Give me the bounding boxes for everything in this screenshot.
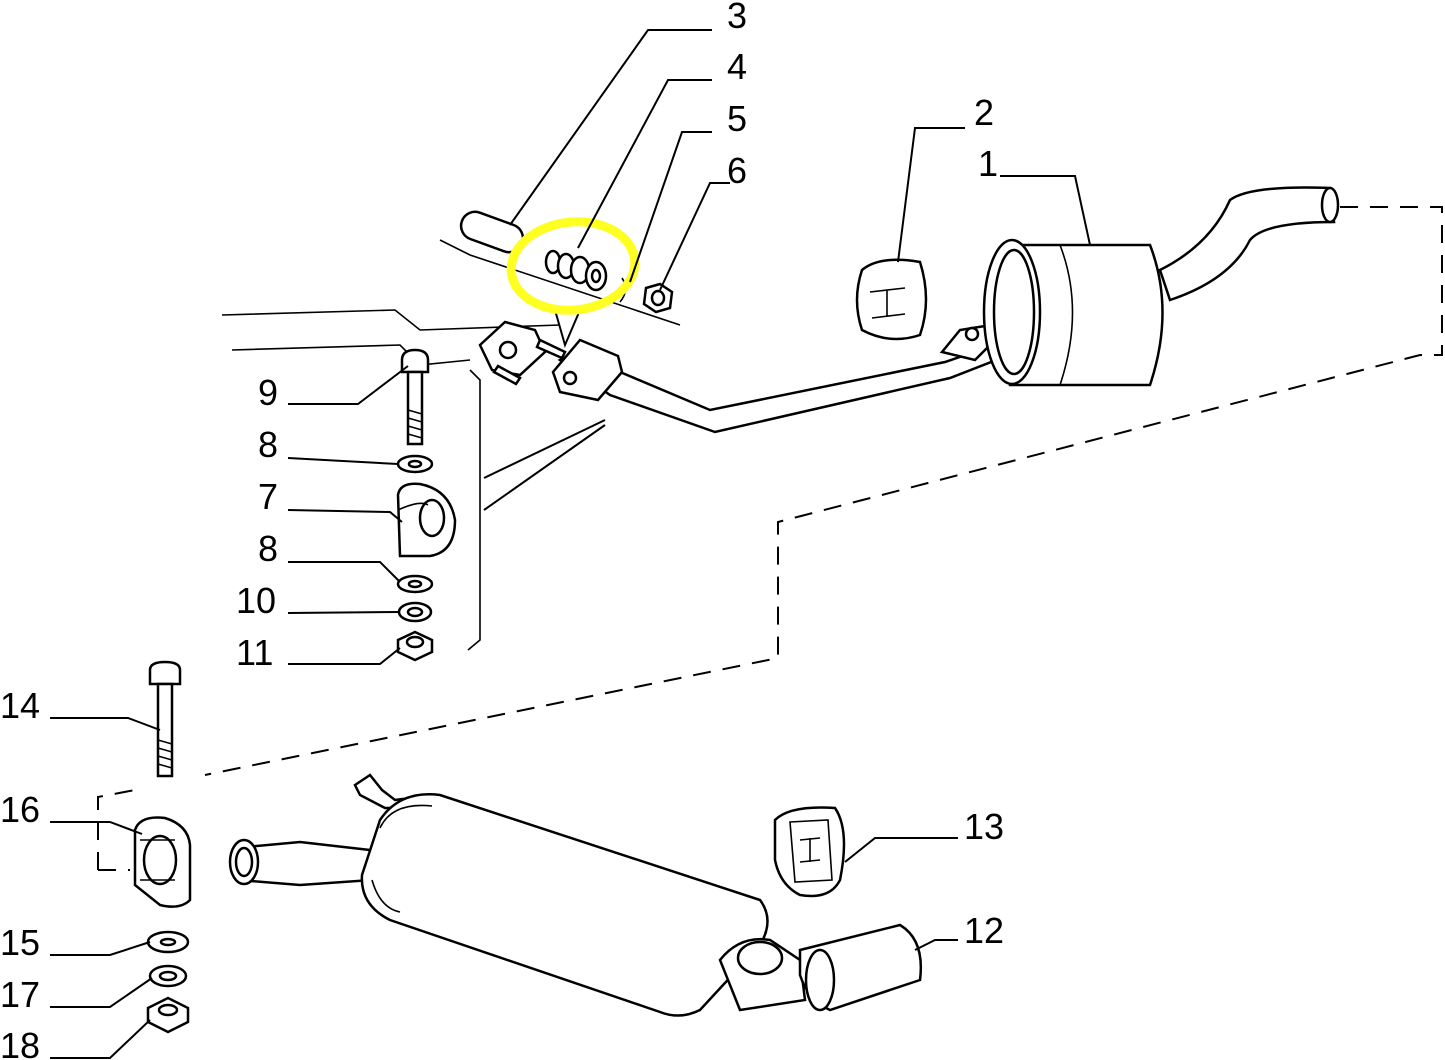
- exhaust-flange-studs: [478, 320, 567, 386]
- label-3: 3: [727, 0, 747, 36]
- part-12-rear-silencer: [228, 773, 922, 1017]
- part-15-washer: [146, 930, 190, 954]
- label-17: 17: [0, 974, 40, 1015]
- label-7: 7: [258, 476, 278, 517]
- part-10-spring-washer: [397, 601, 433, 623]
- leader-lines: [50, 29, 1091, 1059]
- part-2-rubber-hanger: [855, 258, 928, 341]
- label-8-top: 8: [258, 424, 278, 465]
- assembly-guide-lines: [97, 206, 1443, 871]
- body-outline: [221, 239, 681, 651]
- label-10: 10: [236, 580, 276, 621]
- part-6-nut: [642, 282, 674, 314]
- part-8-washer-top: [396, 454, 434, 474]
- part-17-spring-washer: [148, 964, 188, 988]
- label-5: 5: [727, 98, 747, 139]
- label-16: 16: [0, 789, 40, 830]
- label-13: 13: [964, 806, 1004, 847]
- part-18-nut: [146, 996, 190, 1034]
- clamp-bracket-lines: [483, 309, 606, 511]
- label-18: 18: [0, 1025, 40, 1060]
- label-1: 1: [978, 143, 998, 184]
- part-13-rubber-hanger: [773, 806, 846, 898]
- part-14-bolt: [148, 660, 182, 778]
- label-2: 2: [974, 92, 994, 133]
- label-14: 14: [0, 685, 40, 726]
- label-11: 11: [236, 632, 273, 673]
- part-11-nut: [396, 630, 434, 662]
- highlight-circle: [506, 217, 640, 315]
- part-1-front-silencer: [551, 186, 1340, 434]
- label-4: 4: [727, 46, 747, 87]
- part-4-5-gasket-rings: [544, 249, 627, 303]
- label-9: 9: [258, 372, 278, 413]
- label-12: 12: [964, 910, 1004, 951]
- callout-labels: 3 4 5 6 2 1 9 8 7 8 10 11 14 16 15 17 18…: [0, 0, 1004, 1060]
- part-16-clamp: [133, 816, 192, 908]
- part-8-washer-bottom: [396, 574, 434, 594]
- label-6: 6: [727, 150, 747, 191]
- label-15: 15: [0, 922, 40, 963]
- label-8-bottom: 8: [258, 528, 278, 569]
- part-7-clamp-block: [396, 482, 457, 558]
- part-9-bolt: [400, 348, 430, 446]
